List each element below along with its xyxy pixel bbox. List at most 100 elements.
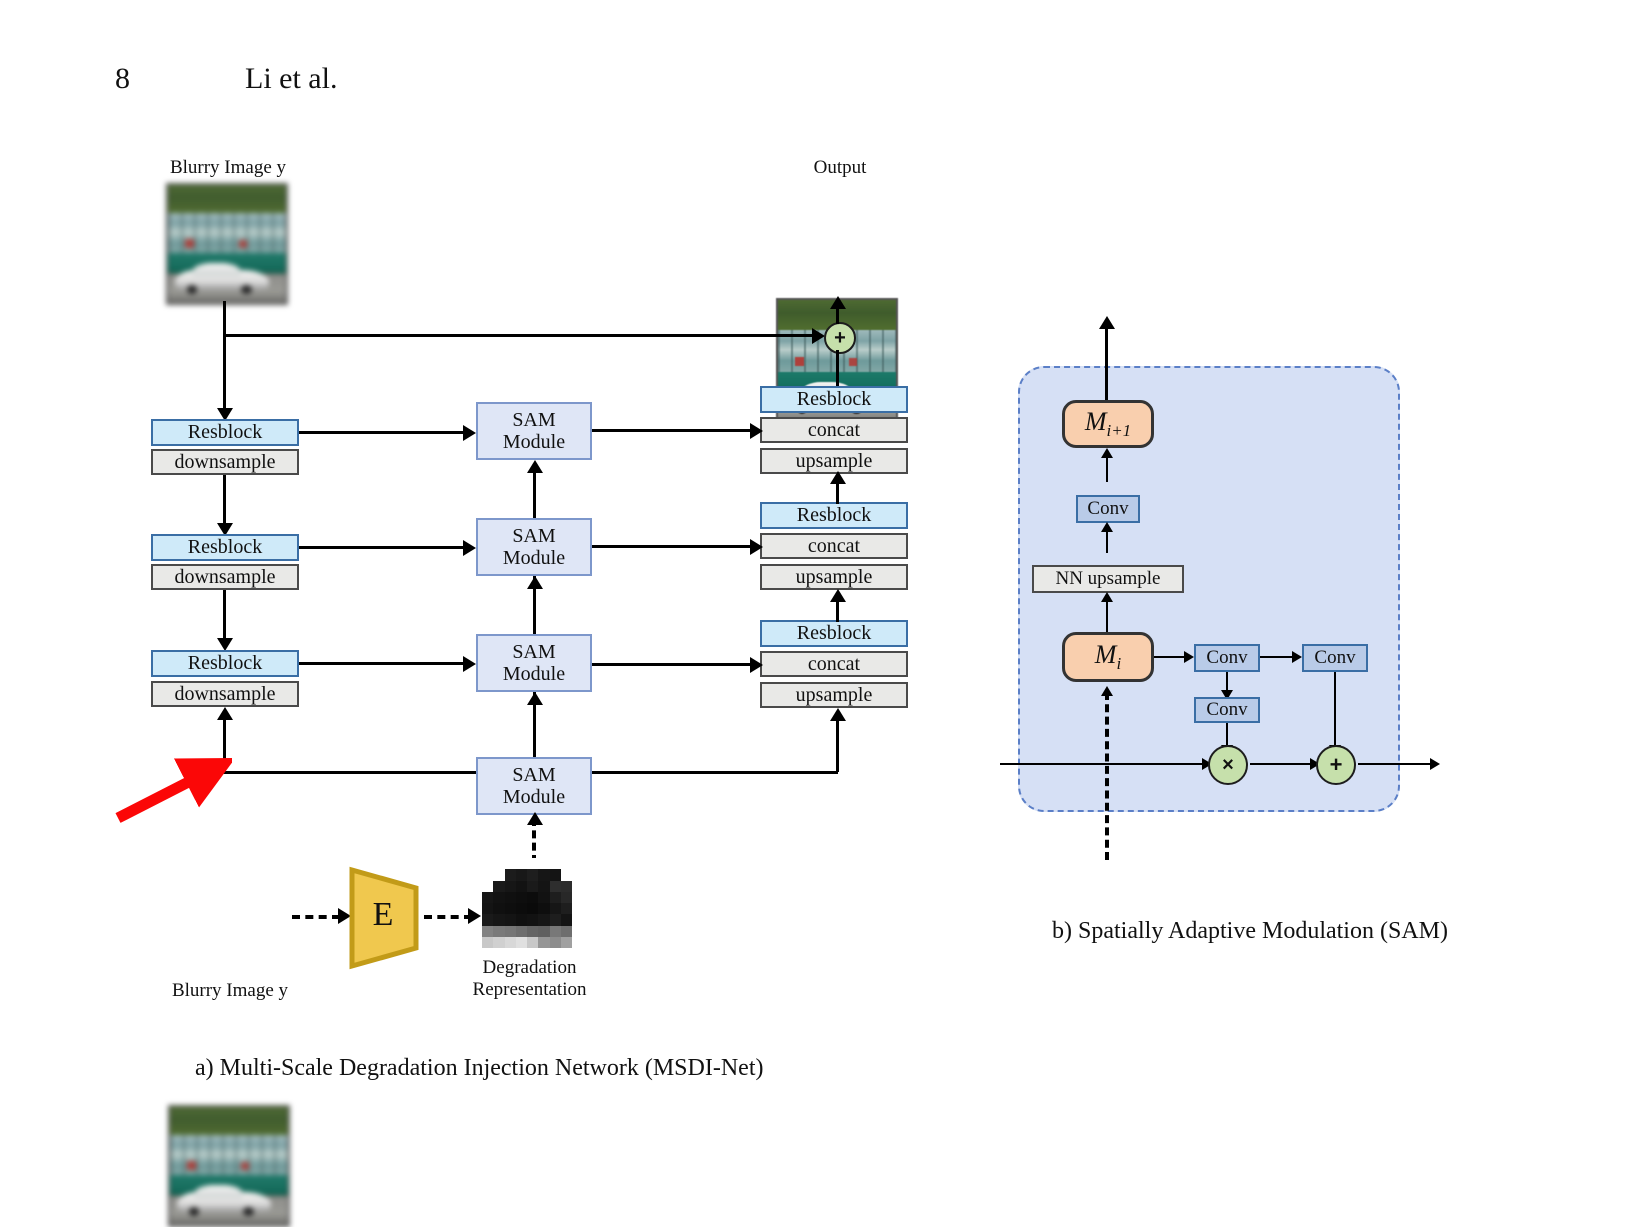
sam4-to-encoder-arrowhead: [217, 707, 233, 720]
skip-connection-vertical: [223, 301, 226, 336]
down1-to-enc2-arrowhead: [217, 523, 233, 536]
skip-connection-arrowhead: [812, 328, 825, 344]
degradation-encoder-trapezoid[interactable]: [346, 862, 422, 972]
page-number: 8: [115, 62, 130, 95]
global-add-circle: +: [824, 322, 856, 354]
degradation-representation-thumbnail: [482, 858, 572, 948]
decoder3-to-upsample2-arrowhead: [830, 589, 846, 602]
sam-skip-right-arrowhead: [1430, 758, 1440, 770]
encoder-resblock-2[interactable]: Resblock: [151, 534, 299, 561]
encoder-downsample-1[interactable]: downsample: [151, 449, 299, 475]
sam-conv-a[interactable]: Conv: [1194, 644, 1260, 672]
sam-skip-middle-arrowhead: [1310, 758, 1320, 770]
encoder-label: E: [372, 896, 394, 933]
sam1-to-concat1-line: [592, 429, 752, 432]
decoder-resblock-3[interactable]: Resblock: [760, 620, 908, 647]
down1-to-enc2-line: [223, 475, 226, 525]
running-head: Li et al.: [245, 62, 338, 95]
enc2-to-sam2-arrowhead: [463, 540, 476, 556]
input-to-encoder-arrowhead: [217, 408, 233, 421]
blurry-image-encoder-input-thumbnail: [168, 1105, 290, 1227]
sam2-to-concat2-line: [592, 545, 752, 548]
sam-output-line: [1105, 322, 1108, 400]
decoder2-to-upsample1-line: [836, 477, 839, 504]
multiply-circle: ×: [1208, 745, 1248, 785]
decoder2-to-upsample1-arrowhead: [830, 471, 846, 484]
global-add-symbol: +: [834, 326, 846, 349]
sam-conv-c[interactable]: Conv: [1194, 697, 1260, 723]
red-annotation-arrow: [115, 758, 232, 823]
decoder-concat-1[interactable]: concat: [760, 417, 908, 443]
convA-to-convC-line: [1226, 672, 1228, 692]
sam-add-circle: +: [1316, 745, 1356, 785]
degradation-representation-label: Degradation Representation: [472, 957, 587, 1000]
sam3-to-concat3-line: [592, 663, 752, 666]
encoder-to-degradation-arrowhead: [468, 908, 481, 924]
figure-b-caption: b) Spatially Adaptive Modulation (SAM): [1052, 918, 1448, 944]
sam-skip-line-right: [1358, 763, 1434, 765]
decoder3-to-upsample2-line: [836, 595, 839, 622]
decoder1-to-add-line: [836, 350, 839, 386]
decoder-upsample-3[interactable]: upsample: [760, 682, 908, 708]
sam-module-1[interactable]: SAM Module: [476, 402, 592, 460]
sam-skip-line-middle: [1250, 763, 1312, 765]
decoder-resblock-1[interactable]: Resblock: [760, 386, 908, 413]
sam-skip-line-left: [1000, 763, 1206, 765]
conv-to-feature-out-arrowhead: [1101, 448, 1113, 458]
encoder-downsample-2[interactable]: downsample: [151, 564, 299, 590]
enc1-to-sam1-line: [299, 431, 465, 434]
decoder-upsample-2[interactable]: upsample: [760, 564, 908, 590]
decoder-concat-3[interactable]: concat: [760, 651, 908, 677]
sam1-to-concat1-arrowhead: [750, 423, 763, 439]
sam-conv-b[interactable]: Conv: [1302, 644, 1368, 672]
convC-to-multiply-line: [1226, 723, 1228, 747]
enc3-to-sam3-arrowhead: [463, 656, 476, 672]
degradation-to-sam4-dashed-line: [532, 818, 536, 863]
skip-connection-horizontal: [223, 334, 816, 337]
nnupsample-to-conv-arrowhead: [1101, 522, 1113, 532]
encoder-resblock-3[interactable]: Resblock: [151, 650, 299, 677]
conv-to-feature-out-line: [1106, 452, 1108, 482]
sam-module-3[interactable]: SAM Module: [476, 634, 592, 692]
add-to-output-line: [836, 302, 839, 324]
feature-in-to-convA-arrowhead: [1184, 651, 1194, 663]
decoder-concat-2[interactable]: concat: [760, 533, 908, 559]
sam4-to-decoder-arrowhead: [830, 708, 846, 721]
feature-map-out-box[interactable]: Mi+1: [1062, 400, 1154, 448]
convA-to-convB-line: [1260, 656, 1294, 658]
sam-conv-upsample-path[interactable]: Conv: [1076, 495, 1140, 523]
degradation-to-sam4-arrowhead: [527, 812, 543, 825]
enc2-to-sam2-line: [299, 546, 465, 549]
input-to-encoder-line: [223, 334, 226, 410]
convA-to-convC-arrowhead: [1221, 690, 1233, 700]
enc3-to-sam3-line: [299, 662, 465, 665]
output-image-label: Output: [813, 157, 867, 178]
down2-to-enc3-arrowhead: [217, 638, 233, 651]
feature-in-to-convA-line: [1154, 656, 1186, 658]
decoder-resblock-2[interactable]: Resblock: [760, 502, 908, 529]
decoder-upsample-1[interactable]: upsample: [760, 448, 908, 474]
sam4-to-sam3-line: [533, 698, 536, 757]
sam-output-arrowhead: [1099, 316, 1115, 329]
nnupsample-to-conv-line: [1106, 526, 1108, 553]
encoder-downsample-3[interactable]: downsample: [151, 681, 299, 707]
sam4-to-encoder-horizontal: [223, 771, 477, 774]
nn-upsample-box[interactable]: NN upsample: [1032, 565, 1184, 593]
photo-to-encoder-dashed-line: [292, 915, 340, 919]
sam-module-2[interactable]: SAM Module: [476, 518, 592, 576]
sam-add-symbol: +: [1329, 752, 1343, 777]
multiply-symbol: ×: [1222, 753, 1234, 776]
feature-map-in-label: Mi: [1094, 639, 1122, 674]
sam-module-4[interactable]: SAM Module: [476, 757, 592, 815]
convA-to-convB-arrowhead: [1292, 651, 1302, 663]
sam4-to-decoder-horizontal: [592, 771, 838, 774]
feature-map-out-label: Mi+1: [1084, 406, 1132, 441]
sam2-to-concat2-arrowhead: [750, 539, 763, 555]
encoder-resblock-1[interactable]: Resblock: [151, 419, 299, 446]
degradation-input-dashed-line: [1105, 692, 1109, 860]
enc1-to-sam1-arrowhead: [463, 425, 476, 441]
encoder-to-degradation-dashed-line: [424, 915, 472, 919]
feature-map-in-box[interactable]: Mi: [1062, 632, 1154, 682]
feature-in-to-nnupsample-line: [1106, 596, 1108, 632]
sam3-to-sam2-line-upper: [533, 582, 536, 634]
